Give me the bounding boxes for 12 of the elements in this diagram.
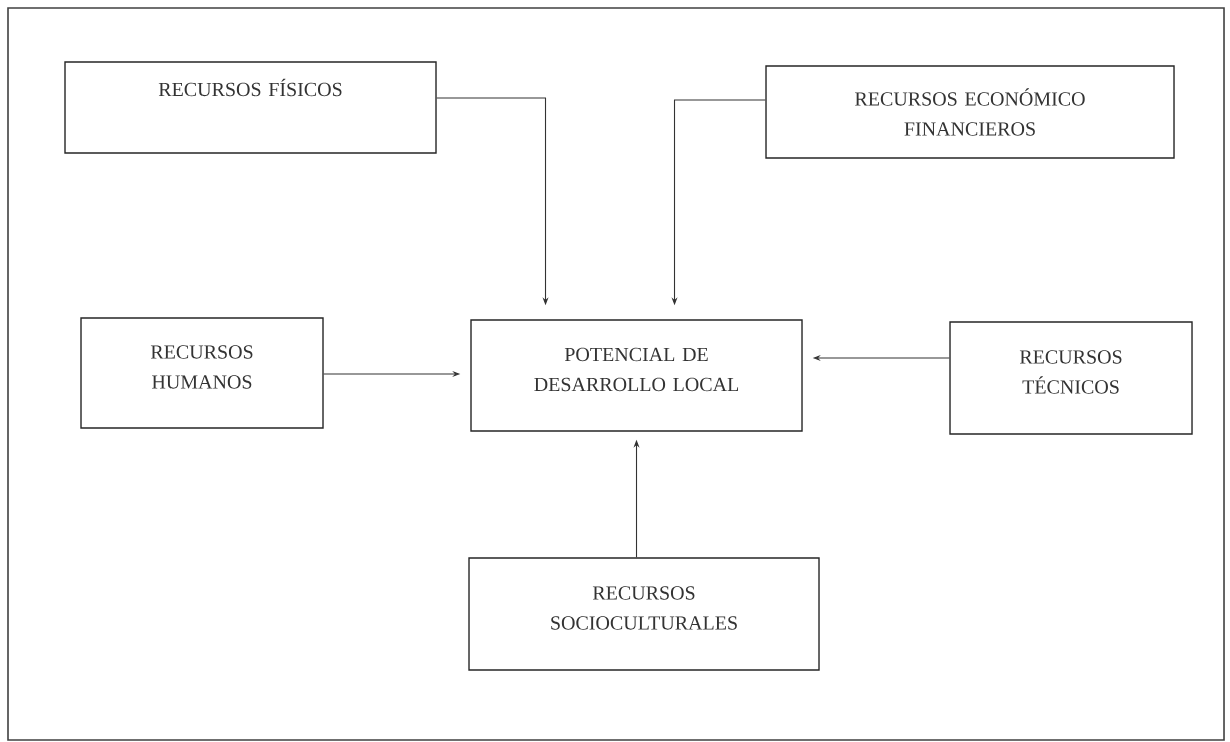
box-label: RECURSOS FÍSICOS [158, 78, 342, 97]
box [64, 61, 437, 154]
box [80, 317, 324, 429]
box [470, 319, 803, 432]
box [468, 557, 820, 671]
box [949, 321, 1193, 435]
box-label: RECURSOS SOCIOCULTURALES [551, 586, 737, 630]
box-label: RECURSOS HUMANOS [150, 345, 253, 389]
box-label: POTENCIAL DE DESARROLLO LOCAL [534, 347, 739, 392]
box [765, 65, 1175, 159]
box-label: RECURSOS TÉCNICOS [1019, 350, 1122, 394]
box-label: RECURSOS ECONÓMICO FINANCIEROS [855, 88, 1085, 136]
